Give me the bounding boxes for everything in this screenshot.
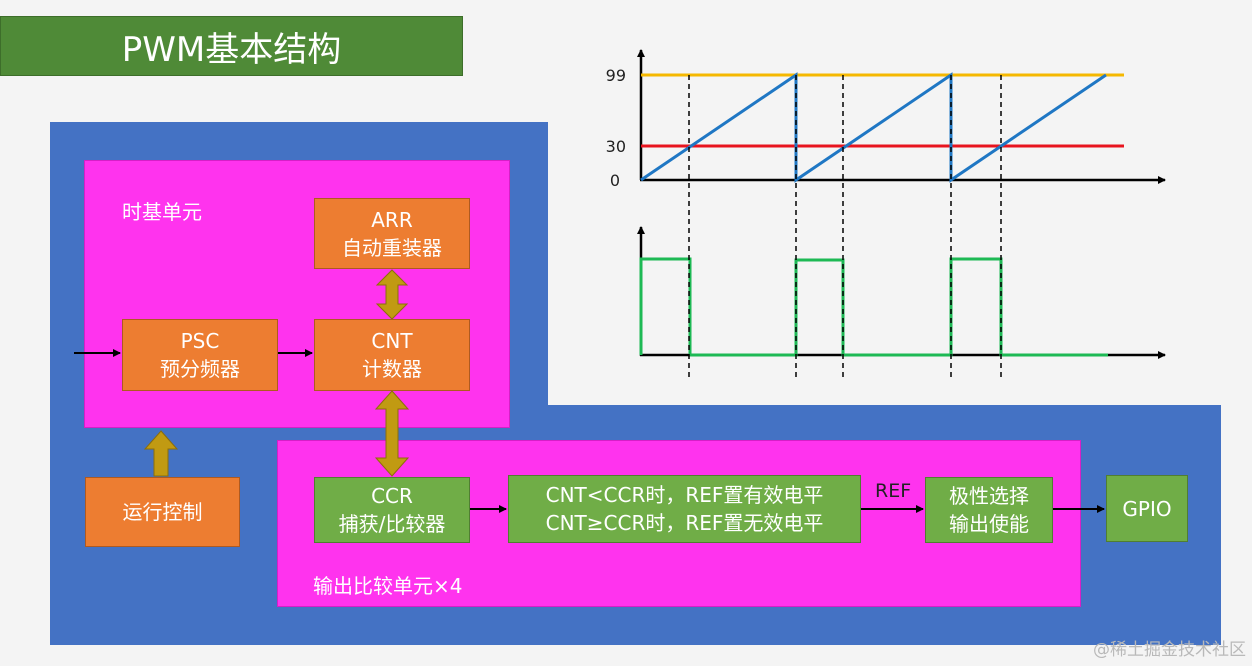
page-title: PWM基本结构 xyxy=(0,16,463,76)
cnt-block: CNT 计数器 xyxy=(314,319,470,391)
arr-block: ARR 自动重装器 xyxy=(314,198,470,269)
ccr-subtitle: 捕获/比较器 xyxy=(338,512,446,536)
time-base-unit-label: 时基单元 xyxy=(122,200,202,224)
cnt-subtitle: 计数器 xyxy=(362,357,422,381)
compare-mode-line2: CNT≥CCR时，REF置无效电平 xyxy=(545,511,824,535)
ccr-block: CCR 捕获/比较器 xyxy=(314,477,470,543)
pwm-waveform xyxy=(639,257,1108,357)
y-tick-30: 30 xyxy=(606,137,626,156)
run-control-arrow xyxy=(143,430,179,477)
y-tick-0: 0 xyxy=(610,171,620,190)
counter-sawtooth xyxy=(640,72,1107,183)
cnt-title: CNT xyxy=(371,329,413,353)
ref-label: REF xyxy=(875,480,912,502)
psc-title: PSC xyxy=(180,329,220,353)
run-control-block: 运行控制 xyxy=(85,477,240,547)
arr-cnt-double-arrow xyxy=(375,269,409,320)
compare-mode-line1: CNT<CCR时，REF置有效电平 xyxy=(545,483,824,507)
polarity-line1: 极性选择 xyxy=(949,484,1029,508)
psc-block: PSC 预分频器 xyxy=(122,319,278,391)
y-tick-99: 99 xyxy=(606,66,626,85)
arr-title: ARR xyxy=(371,207,413,232)
arr-subtitle: 自动重装器 xyxy=(342,235,442,260)
polarity-block: 极性选择 输出使能 xyxy=(925,477,1053,543)
polarity-line2: 输出使能 xyxy=(949,512,1029,536)
ccr-title: CCR xyxy=(371,484,413,508)
output-compare-unit-label: 输出比较单元×4 xyxy=(313,574,463,598)
gpio-block: GPIO xyxy=(1106,475,1188,542)
watermark: @稀土掘金技术社区 xyxy=(1093,640,1246,660)
compare-mode-block: CNT<CCR时，REF置有效电平 CNT≥CCR时，REF置无效电平 xyxy=(508,475,861,543)
psc-subtitle: 预分频器 xyxy=(160,357,240,381)
cnt-ccr-double-arrow xyxy=(374,390,410,477)
